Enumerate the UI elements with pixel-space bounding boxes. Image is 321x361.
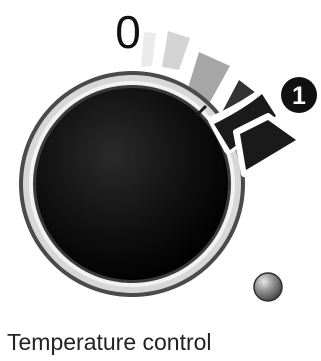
- intensity-segment-1: [141, 32, 156, 67]
- step-number-label: 1: [292, 82, 306, 110]
- intensity-segment-2: [162, 31, 190, 70]
- caption: Temperature control: [7, 328, 212, 356]
- indicator-light-icon: [254, 273, 282, 301]
- off-position-label: 0: [115, 6, 141, 58]
- temperature-knob[interactable]: [36, 88, 228, 280]
